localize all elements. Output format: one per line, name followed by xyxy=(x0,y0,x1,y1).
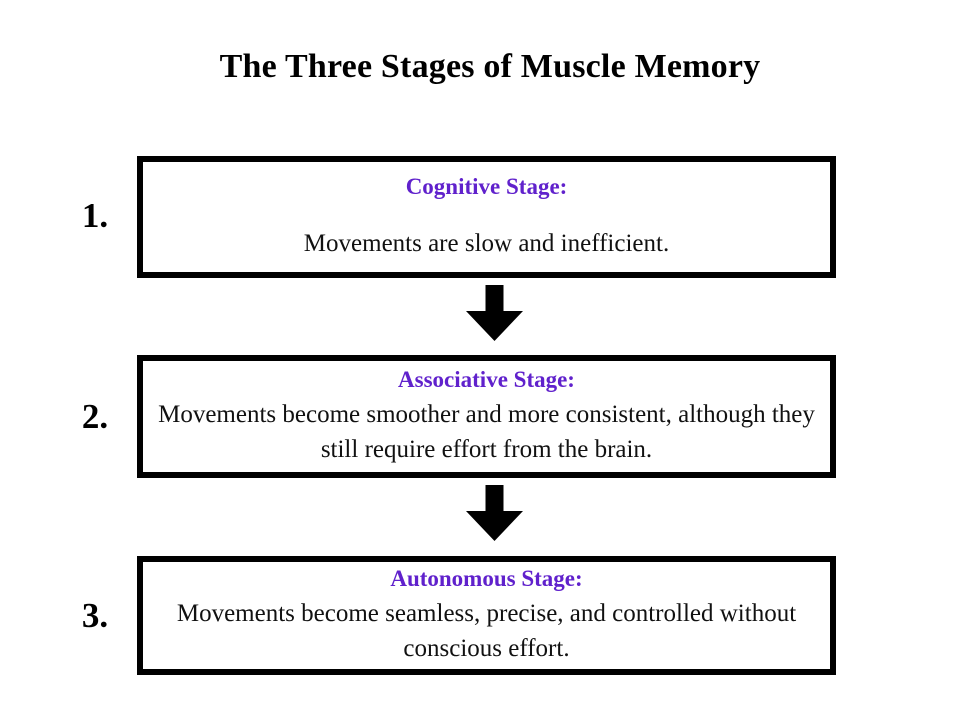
stage-row-1: 1. Cognitive Stage: Movements are slow a… xyxy=(0,156,980,278)
stage-body-2: Movements become smoother and more consi… xyxy=(158,401,815,463)
stage-box-3[interactable]: Autonomous Stage: Movements become seaml… xyxy=(137,556,836,675)
arrow-down-icon xyxy=(466,485,523,541)
stage-row-3: 3. Autonomous Stage: Movements become se… xyxy=(0,556,980,675)
stage-body-1: Movements are slow and inefficient. xyxy=(303,230,670,257)
stage-number-3: 3. xyxy=(81,596,109,635)
stage-heading-2: Associative Stage: xyxy=(398,367,575,392)
stage-heading-1: Cognitive Stage: xyxy=(405,174,568,199)
stage-box-2[interactable]: Associative Stage: Movements become smoo… xyxy=(137,355,836,478)
arrow-down-icon xyxy=(466,285,523,341)
stage-number-1: 1. xyxy=(81,196,109,235)
stage-number-2: 2. xyxy=(81,397,109,436)
stage-body-3: Movements become seamless, precise, and … xyxy=(176,600,797,662)
stage-row-2: 2. Associative Stage: Movements become s… xyxy=(0,355,980,478)
stage-box-1[interactable]: Cognitive Stage: Movements are slow and … xyxy=(137,156,836,278)
page-title: The Three Stages of Muscle Memory xyxy=(219,48,761,85)
stage-heading-3: Autonomous Stage: xyxy=(390,566,583,591)
